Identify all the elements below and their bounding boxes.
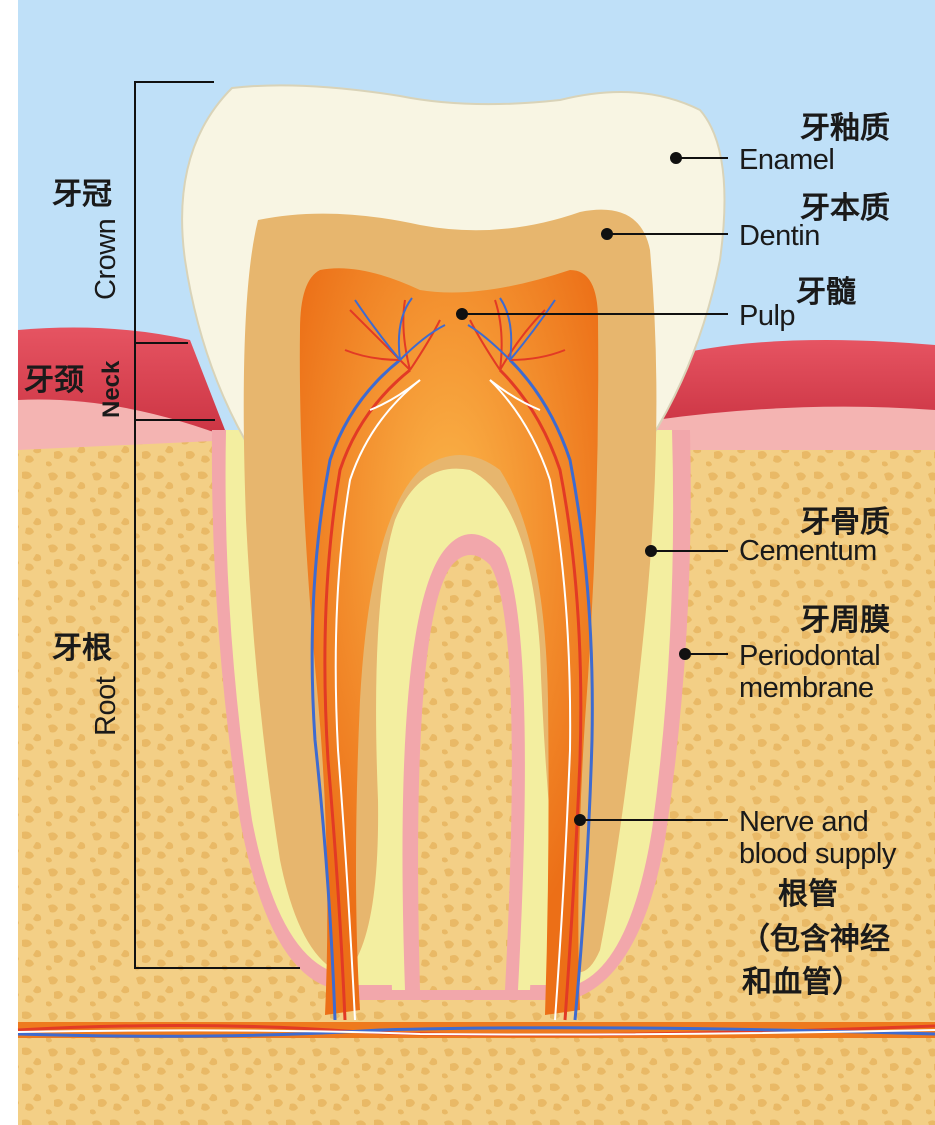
region-neck-cn: 牙颈 [24, 363, 84, 398]
pulp-vessel-branches [344, 297, 566, 411]
region-root-en: Root [90, 676, 122, 736]
label-pulp-cn: 牙髓 [796, 275, 856, 310]
region-root-cn: 牙根 [52, 631, 112, 666]
label-nerve-en-1: Nerve and [739, 806, 869, 838]
label-periodontal-cn: 牙周膜 [800, 603, 890, 638]
label-cementum-en: Cementum [739, 535, 877, 567]
label-pulp-en: Pulp [739, 300, 796, 332]
region-neck-en: Neck [98, 360, 125, 418]
label-periodontal-en-2: membrane [739, 672, 874, 704]
label-nerve-cn-3: 和血管） [742, 965, 862, 1000]
root-vessel-right-artery [498, 368, 583, 1021]
label-enamel-en: Enamel [739, 144, 835, 176]
region-bracket [134, 81, 300, 969]
region-crown-en: Crown [90, 218, 122, 300]
label-nerve-cn-1: 根管 [778, 877, 838, 912]
region-crown-cn: 牙冠 [52, 177, 112, 212]
label-cementum-cn: 牙骨质 [800, 505, 890, 540]
pulp-chamber [299, 268, 599, 1015]
leader-lines [456, 152, 728, 826]
label-dentin-en: Dentin [739, 220, 820, 252]
label-periodontal-en-1: Periodontal [739, 640, 881, 672]
label-nerve-en-2: blood supply [739, 838, 896, 870]
label-enamel-cn: 牙釉质 [800, 111, 890, 146]
root-vessel-left-artery [323, 368, 411, 1021]
label-nerve-cn-2: （包含神经 [740, 922, 890, 957]
label-dentin-cn: 牙本质 [800, 191, 890, 226]
